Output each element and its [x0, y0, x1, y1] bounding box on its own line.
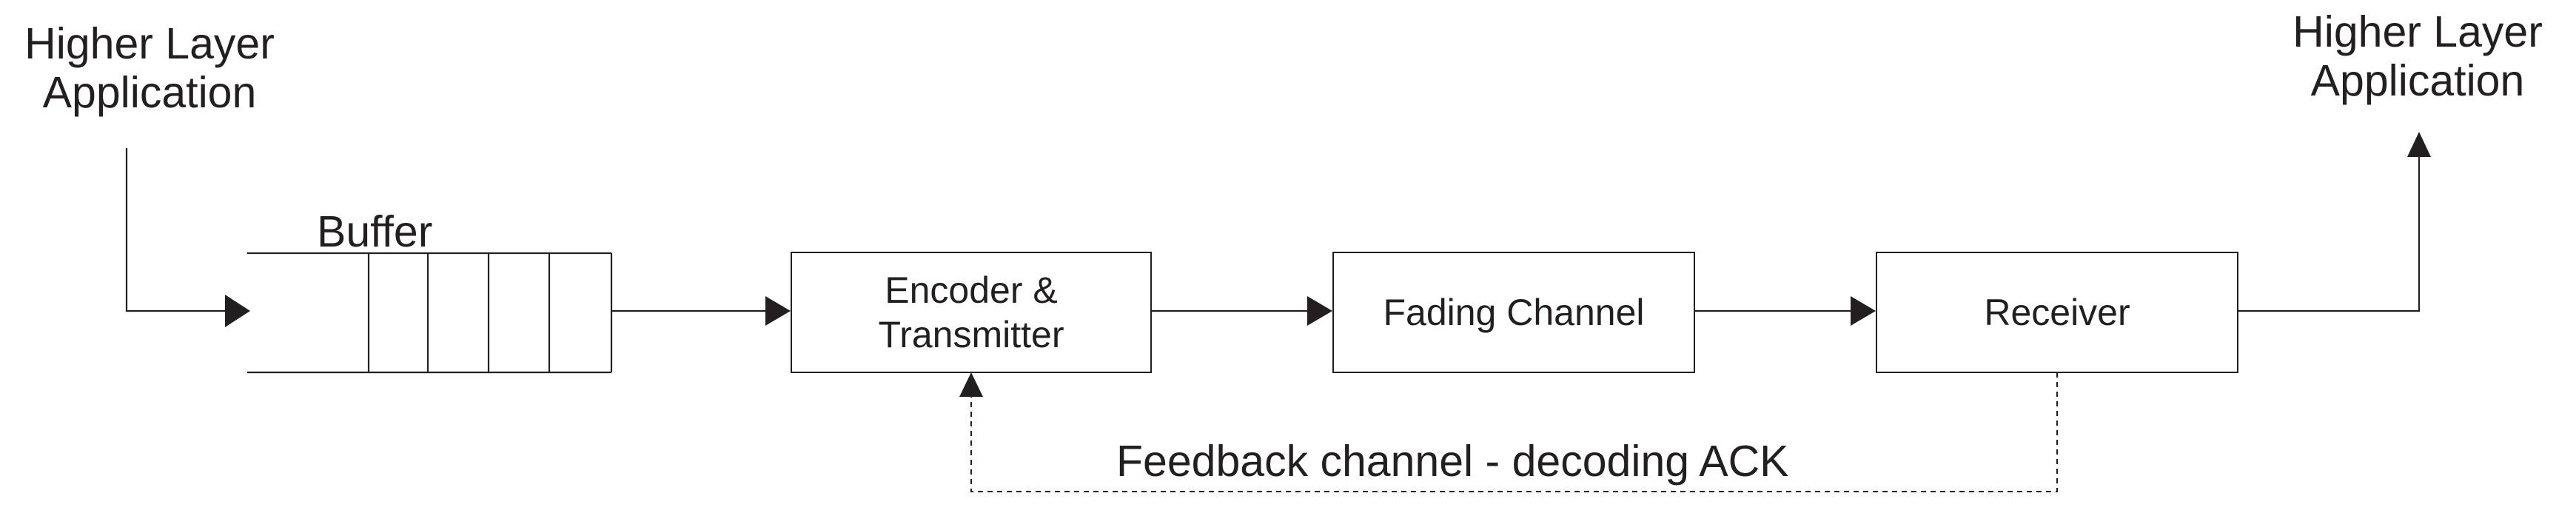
feedback-label: Feedback channel - decoding ACK — [1116, 437, 1789, 486]
buffer-queue — [247, 252, 613, 374]
encoder-transmitter-block: Encoder & Transmitter — [791, 252, 1152, 373]
receiver-block: Receiver — [1876, 252, 2238, 373]
source-to-buffer-arrow — [125, 148, 247, 312]
feedback-arrowhead — [959, 372, 983, 397]
fading-channel-block: Fading Channel — [1332, 252, 1695, 373]
feedback-path — [970, 372, 2058, 492]
sink-arrowhead — [2407, 132, 2431, 157]
buffer-label: Buffer — [317, 207, 433, 256]
fading-channel-text: Fading Channel — [1383, 292, 1645, 333]
source-arrowhead — [225, 295, 250, 327]
receiver-to-sink-arrow — [2238, 155, 2421, 312]
source-application-text: Higher Layer Application — [24, 19, 275, 118]
sink-application-text: Higher Layer Application — [2292, 7, 2543, 106]
receiver-text: Receiver — [1984, 292, 2130, 333]
receiver-arrowhead — [1851, 296, 1876, 326]
channel-arrowhead — [1307, 296, 1332, 326]
sink-application-label: Higher Layer Application — [2270, 7, 2566, 105]
encoder-transmitter-text: Encoder & Transmitter — [878, 269, 1064, 355]
encoder-arrowhead — [765, 296, 791, 326]
source-application-label: Higher Layer Application — [9, 19, 290, 117]
